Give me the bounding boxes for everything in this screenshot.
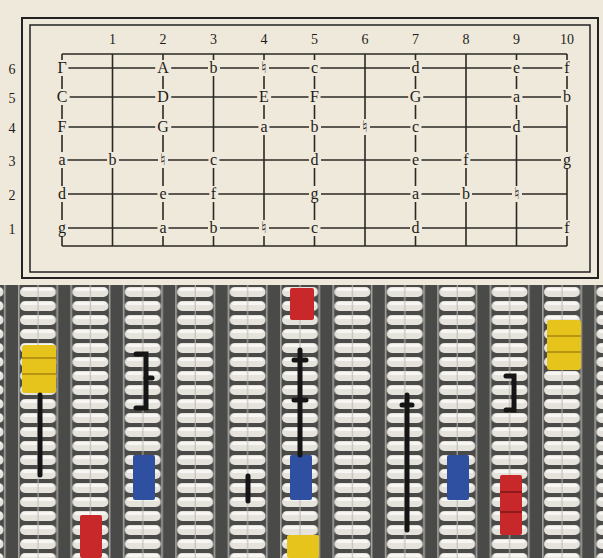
note-letter: g xyxy=(561,152,573,168)
note-letter: b xyxy=(208,220,220,236)
pegs xyxy=(22,288,581,558)
note-letter: Γ xyxy=(55,60,68,76)
column-number: 8 xyxy=(461,33,472,47)
note-letter: a xyxy=(511,89,522,105)
note-letter: G xyxy=(155,119,171,135)
string-number: 4 xyxy=(7,122,18,136)
note-letter: d xyxy=(511,119,523,135)
note-letter: b xyxy=(460,186,472,202)
note-letter: b xyxy=(561,89,573,105)
note-letter: ♮ xyxy=(512,186,522,202)
note-letter: d xyxy=(410,60,422,76)
note-letter: c xyxy=(410,119,421,135)
string-number: 5 xyxy=(7,92,18,106)
board-photo xyxy=(0,285,603,558)
note-letter: F xyxy=(56,119,69,135)
note-letter: a xyxy=(258,119,269,135)
note-letter: b xyxy=(309,119,321,135)
note-letter: c xyxy=(208,152,219,168)
note-letter: e xyxy=(511,60,522,76)
string-number: 1 xyxy=(7,223,18,237)
note-letter: c xyxy=(309,220,320,236)
note-letter: d xyxy=(410,220,422,236)
note-letter: d xyxy=(309,152,321,168)
note-letter: f xyxy=(562,220,571,236)
note-letter: D xyxy=(155,89,171,105)
note-letter: A xyxy=(155,60,171,76)
outer-frame xyxy=(22,18,598,278)
column-number: 9 xyxy=(511,33,522,47)
column-number: 10 xyxy=(558,33,576,47)
column-number: 1 xyxy=(107,33,118,47)
note-letter: F xyxy=(308,89,321,105)
column-number: 5 xyxy=(309,33,320,47)
note-letter: b xyxy=(208,60,220,76)
string-number: 3 xyxy=(7,155,18,169)
column-number: 6 xyxy=(360,33,371,47)
note-letter: ♮ xyxy=(259,60,269,76)
fret-grid xyxy=(62,54,567,246)
note-letter: g xyxy=(309,186,321,202)
note-letter: g xyxy=(56,220,68,236)
note-letter: d xyxy=(56,186,68,202)
column-number: 3 xyxy=(208,33,219,47)
note-letter: f xyxy=(461,152,470,168)
label-layer: 12345678910654321ΓAb♮cdefCDEFGabFGab♮cda… xyxy=(0,0,603,285)
note-letter: e xyxy=(157,186,168,202)
note-letter: E xyxy=(257,89,271,105)
page-ground xyxy=(0,0,603,285)
note-letter: G xyxy=(408,89,424,105)
note-letter: ♮ xyxy=(158,152,168,168)
ink-marks xyxy=(40,350,514,530)
note-letter: C xyxy=(55,89,70,105)
note-letter: ♮ xyxy=(360,119,370,135)
note-letter: a xyxy=(157,220,168,236)
string-number: 2 xyxy=(7,189,18,203)
note-letter: c xyxy=(309,60,320,76)
note-letter: f xyxy=(562,60,571,76)
inner-frame xyxy=(30,25,590,272)
note-letter: f xyxy=(209,186,218,202)
note-letter: a xyxy=(410,186,421,202)
column-number: 7 xyxy=(410,33,421,47)
note-letter: ♮ xyxy=(259,220,269,236)
note-letter: a xyxy=(56,152,67,168)
note-letter: b xyxy=(107,152,119,168)
column-number: 4 xyxy=(259,33,270,47)
string-number: 6 xyxy=(7,63,18,77)
note-letter: e xyxy=(410,152,421,168)
column-number: 2 xyxy=(158,33,169,47)
